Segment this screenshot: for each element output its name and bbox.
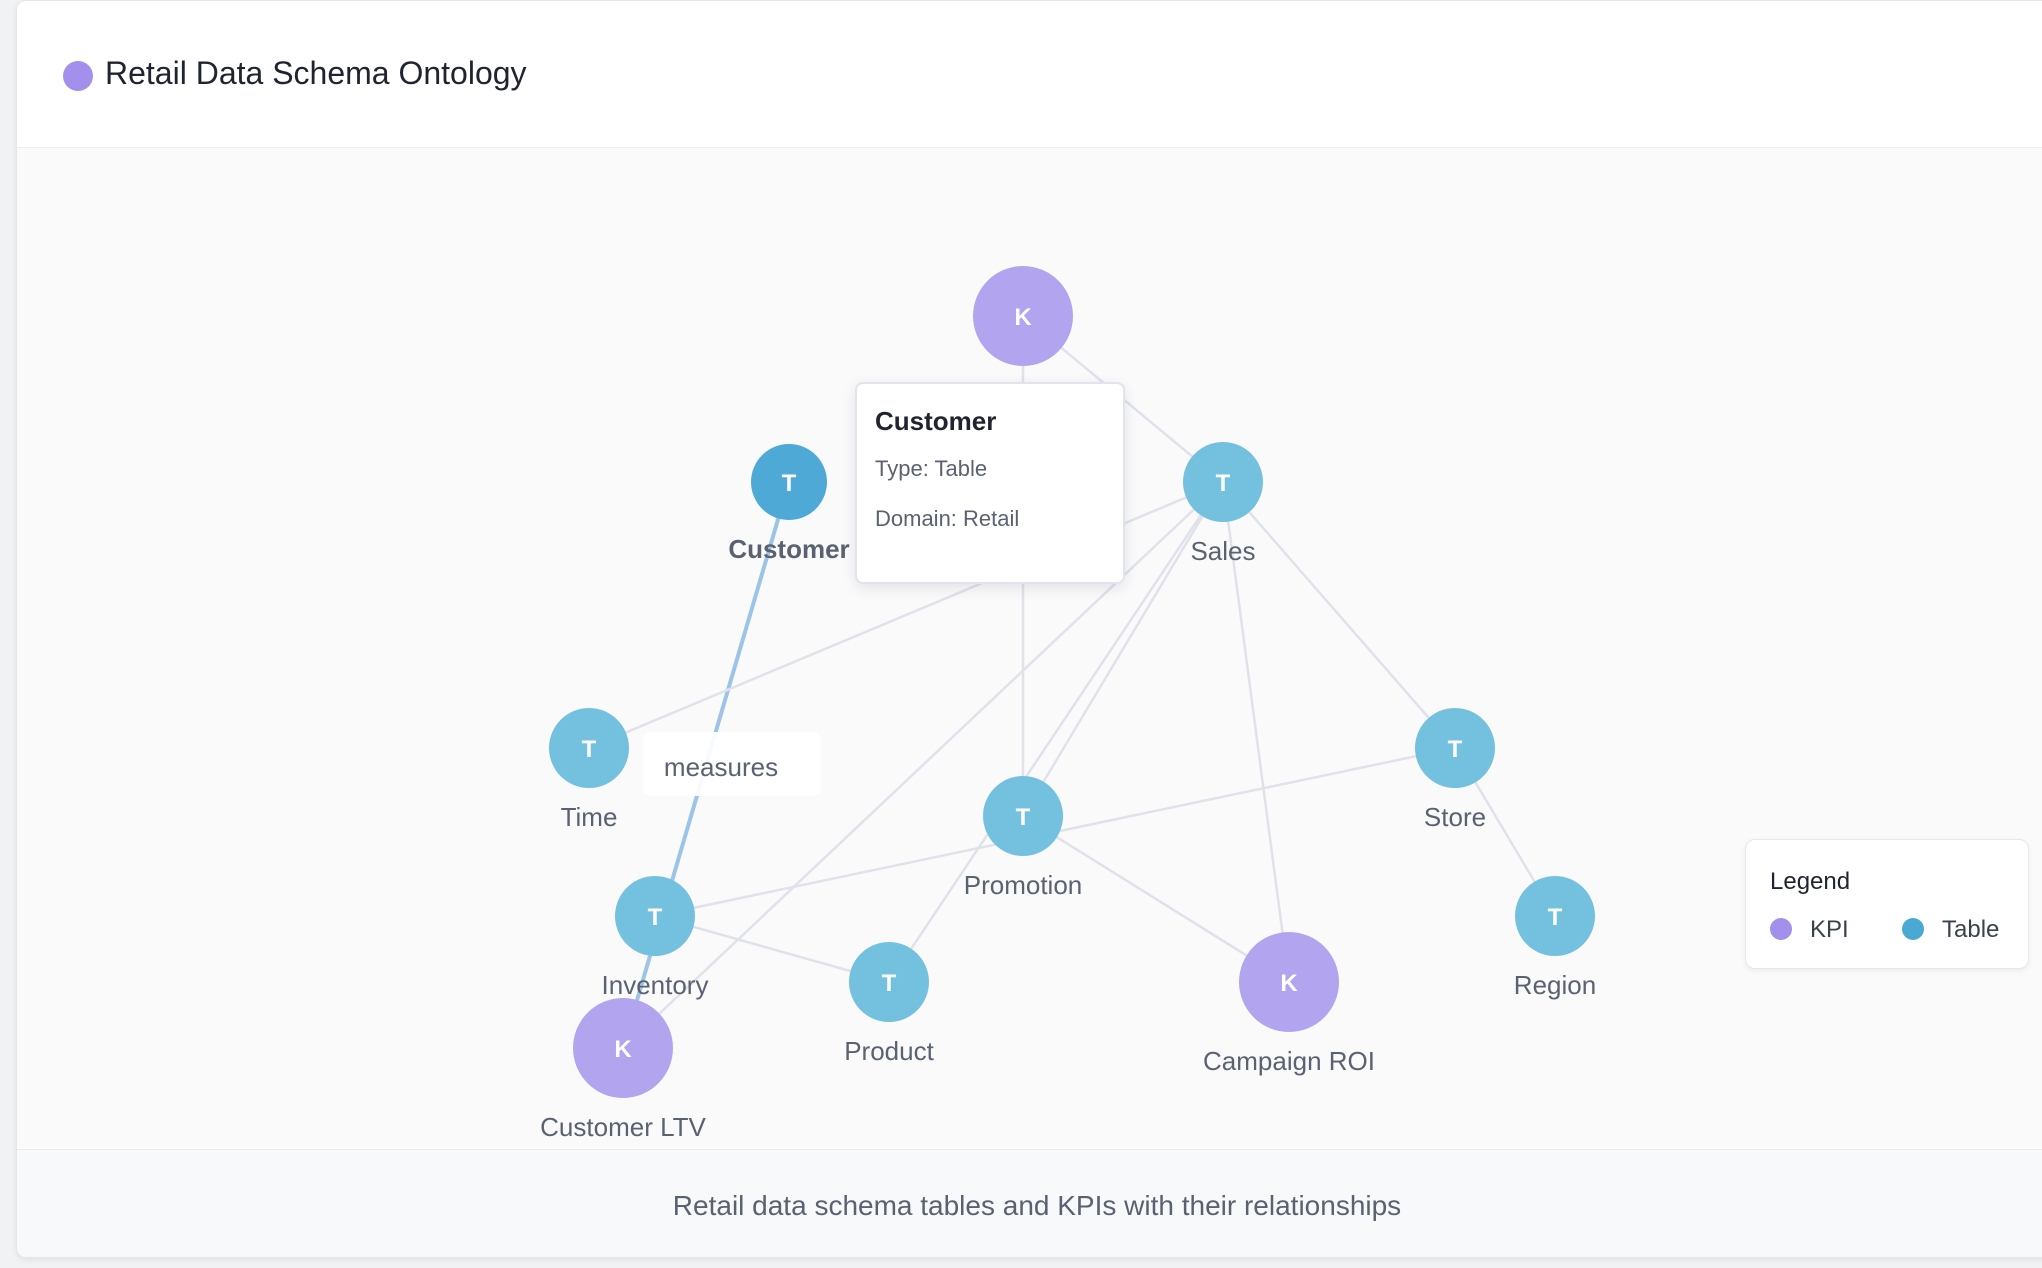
- node-store-glyph: T: [1448, 736, 1463, 763]
- node-campaign_roi-label: Campaign ROI: [1203, 1046, 1375, 1076]
- legend-title: Legend: [1770, 868, 1851, 895]
- node-layer: KGross MarginTCustomerTSalesTTimeTStoreT…: [540, 266, 1596, 1142]
- node-inventory-label: Inventory: [602, 970, 709, 1000]
- edge-label: measures: [664, 752, 778, 782]
- edge-sales-promotion[interactable]: [1021, 481, 1225, 817]
- node-customer_ltv[interactable]: K Customer LTV: [540, 998, 706, 1142]
- node-customer[interactable]: T Customer: [728, 444, 850, 564]
- node-campaign_roi-circle[interactable]: [1239, 932, 1339, 1032]
- node-time-label: Time: [561, 802, 618, 832]
- node-promotion-glyph: T: [1016, 804, 1031, 831]
- node-region-circle[interactable]: [1515, 876, 1595, 956]
- node-product-circle[interactable]: [849, 942, 929, 1022]
- edge-label-background: [643, 732, 821, 796]
- node-store-label: Store: [1424, 802, 1486, 832]
- tooltip-domain: Domain: Retail: [875, 506, 1020, 531]
- node-sales-circle[interactable]: [1183, 442, 1263, 522]
- node-customer-circle[interactable]: [751, 444, 827, 520]
- node-customer_ltv-circle[interactable]: [573, 998, 673, 1098]
- node-gross_margin-circle[interactable]: [973, 266, 1073, 366]
- edge-sales-campaign_roi[interactable]: [1221, 481, 1291, 983]
- legend-kpi-label: KPI: [1810, 916, 1849, 943]
- node-sales[interactable]: T Sales: [1183, 442, 1263, 566]
- edge-layer: [588, 315, 1557, 1049]
- edge-label-layer: measures: [643, 732, 821, 796]
- title-dot-icon: [63, 61, 93, 91]
- tooltip-type: Type: Table: [875, 456, 988, 481]
- ontology-graph[interactable]: measures KGross MarginTCustomerTSalesTTi…: [17, 148, 2042, 1148]
- node-inventory-circle[interactable]: [615, 876, 695, 956]
- node-product-glyph: T: [882, 970, 897, 997]
- legend-kpi-dot-icon: [1770, 918, 1792, 940]
- node-gross_margin-glyph: K: [1014, 304, 1032, 331]
- legend-panel: Legend KPI Table: [1745, 839, 2029, 969]
- node-region-glyph: T: [1548, 904, 1563, 931]
- edge-sales-product[interactable]: [887, 481, 1225, 983]
- node-store-circle[interactable]: [1415, 708, 1495, 788]
- node-promotion-circle[interactable]: [983, 776, 1063, 856]
- node-inventory-glyph: T: [648, 904, 663, 931]
- node-product[interactable]: T Product: [844, 942, 935, 1066]
- edge-promotion-campaign_roi[interactable]: [1022, 814, 1290, 984]
- card-header: Retail Data Schema Ontology: [17, 1, 2042, 148]
- node-region[interactable]: T Region: [1514, 876, 1596, 1000]
- node-campaign_roi[interactable]: K Campaign ROI: [1203, 932, 1375, 1076]
- node-customer-label: Customer: [728, 534, 849, 564]
- tooltip-title: Customer: [875, 406, 997, 436]
- graph-canvas[interactable]: measures KGross MarginTCustomerTSalesTTi…: [17, 148, 2042, 1148]
- node-promotion[interactable]: T Promotion: [964, 776, 1083, 900]
- ontology-card: Retail Data Schema Ontology measures KGr…: [16, 0, 2042, 1258]
- node-inventory[interactable]: T Inventory: [602, 876, 709, 1000]
- node-sales-glyph: T: [1216, 470, 1231, 497]
- node-time-circle[interactable]: [549, 708, 629, 788]
- legend-table-dot-icon: [1902, 918, 1924, 940]
- node-customer-glyph: T: [782, 470, 797, 497]
- legend-table-label: Table: [1942, 916, 2000, 943]
- footer-caption: Retail data schema tables and KPIs with …: [672, 1190, 1402, 1221]
- page-title: Retail Data Schema Ontology: [105, 55, 527, 91]
- node-promotion-label: Promotion: [964, 870, 1083, 900]
- node-campaign_roi-glyph: K: [1280, 970, 1298, 997]
- edge-sales-store[interactable]: [1222, 481, 1456, 749]
- node-time[interactable]: T Time: [549, 708, 629, 832]
- node-tooltip: Customer Type: Table Domain: Retail: [855, 382, 1125, 584]
- node-customer_ltv-label: Customer LTV: [540, 1112, 706, 1142]
- node-product-label: Product: [844, 1036, 934, 1066]
- node-sales-label: Sales: [1190, 536, 1255, 566]
- node-store[interactable]: T Store: [1415, 708, 1495, 832]
- node-customer_ltv-glyph: K: [614, 1036, 632, 1063]
- card-footer: Retail data schema tables and KPIs with …: [17, 1149, 2042, 1257]
- edge-inventory-product[interactable]: [654, 914, 890, 984]
- node-region-label: Region: [1514, 970, 1596, 1000]
- node-time-glyph: T: [582, 736, 597, 763]
